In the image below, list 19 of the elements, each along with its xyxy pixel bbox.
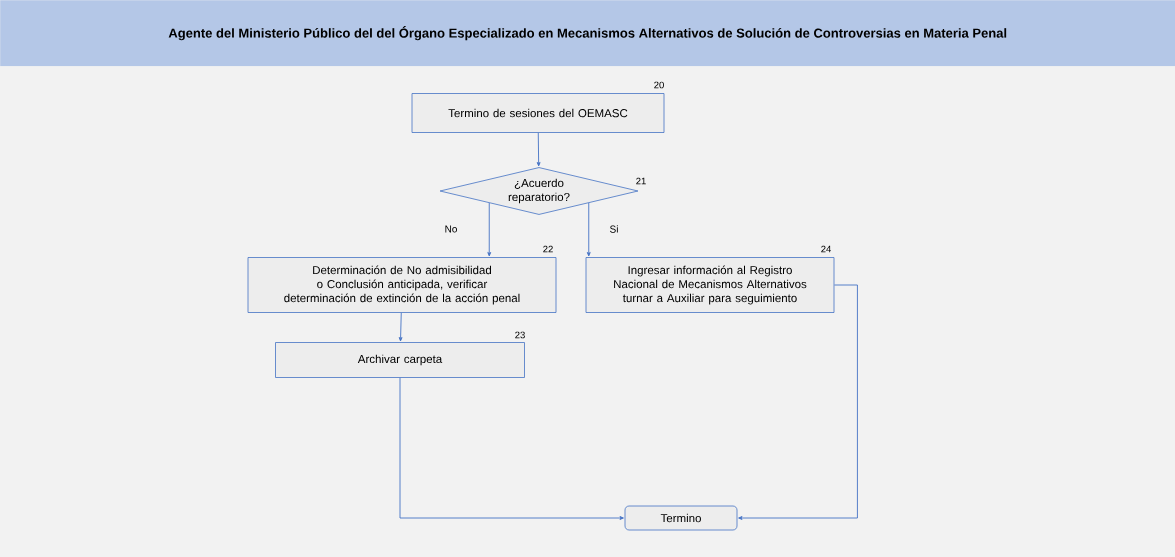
process-box: Termino de sesiones del OEMASC: [411, 93, 665, 133]
arrow: [399, 377, 624, 520]
edge-label: No: [443, 224, 459, 234]
process-box: Archivar carpeta: [275, 342, 525, 378]
arrow: [487, 202, 492, 257]
arrow: [536, 132, 541, 167]
title-banner: Agente del Ministerio Público del del Órgano Especializado en Mecanismos Alternativos de Solución de Controversias en Materia Penal: [0, 0, 1175, 67]
process-box: Ingresar información al Registro Nacional de Mecanismos Alternativos turnar a Auxiliar para seguimiento: [585, 257, 835, 313]
terminator-box: Termino: [624, 505, 738, 531]
arrow: [738, 284, 858, 520]
arrow: [398, 312, 403, 342]
arrow: [586, 202, 591, 257]
step-number: 24: [821, 245, 831, 253]
step-number: 20: [654, 81, 664, 89]
step-number: 23: [515, 331, 525, 339]
step-number: 21: [636, 177, 646, 185]
step-number: 22: [543, 245, 553, 253]
process-box: Determinación de No admisibilidad o Conclusión anticipada, verificar determinación de extinción de la acción penal: [247, 257, 557, 313]
edge-label: Si: [608, 224, 620, 234]
